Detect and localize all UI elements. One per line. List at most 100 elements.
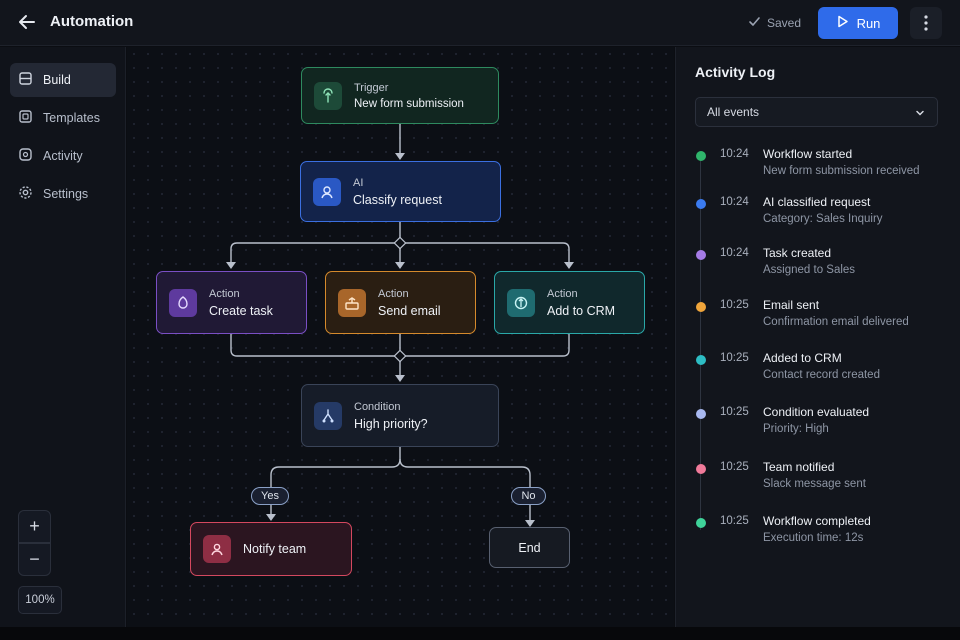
add-to-crm-node[interactable]: Action Add to CRM [494, 271, 645, 334]
condition-node[interactable]: Condition High priority? [301, 384, 499, 447]
node-label: New form submission [354, 97, 464, 110]
end-node[interactable]: End [489, 527, 570, 568]
saved-status: Saved [748, 15, 801, 31]
event-status-dot [696, 518, 706, 528]
event-time: 10:25 [720, 406, 749, 418]
event-description: Execution time: 12s [763, 532, 864, 544]
zoom-level[interactable]: 100% [18, 586, 62, 614]
sidebar-item-templates[interactable]: Templates [10, 101, 116, 135]
gear-icon [18, 185, 33, 203]
activity-event[interactable]: 10:25 Added to CRM Contact record created [676, 351, 960, 391]
sidebar-item-label: Activity [43, 149, 83, 163]
sidebar-item-settings[interactable]: Settings [10, 177, 116, 211]
event-status-dot [696, 409, 706, 419]
event-time: 10:24 [720, 196, 749, 208]
event-time: 10:25 [720, 299, 749, 311]
node-label: Add to CRM [547, 303, 616, 318]
event-status-dot [696, 151, 706, 161]
event-time: 10:25 [720, 515, 749, 527]
event-title: Task created [763, 246, 832, 260]
node-type: Action [547, 287, 578, 300]
send-email-node[interactable]: Action Send email [325, 271, 476, 334]
timeline-line [700, 155, 701, 530]
event-time: 10:24 [720, 247, 749, 259]
node-label: Classify request [353, 192, 442, 207]
event-status-dot [696, 464, 706, 474]
workflow-canvas[interactable]: Trigger New form submission AI Classify … [127, 47, 674, 627]
event-time: 10:25 [720, 461, 749, 473]
create-task-node[interactable]: Action Create task [156, 271, 307, 334]
node-label: Notify team [243, 542, 307, 556]
event-description: Contact record created [763, 369, 880, 381]
run-button[interactable]: Run [818, 7, 898, 39]
event-status-dot [696, 199, 706, 209]
event-status-dot [696, 250, 706, 260]
ai-icon [313, 177, 341, 206]
event-title: Team notified [763, 460, 835, 474]
node-type: Action [209, 287, 240, 300]
event-title: Condition evaluated [763, 405, 870, 419]
node-type: Condition [354, 400, 401, 413]
sidebar-item-label: Templates [43, 111, 100, 125]
notify-team-node[interactable]: Notify team [190, 522, 352, 576]
event-status-dot [696, 302, 706, 312]
node-label: End [518, 540, 541, 555]
event-description: Priority: High [763, 423, 829, 435]
sidebar-item-label: Build [43, 73, 71, 87]
activity-icon [18, 147, 33, 165]
sidebar-item-label: Settings [43, 187, 89, 201]
sidebar-item-build[interactable]: Build [10, 63, 116, 97]
branch-no-label: No [511, 487, 546, 505]
event-title: Workflow started [763, 147, 853, 161]
event-time: 10:25 [720, 352, 749, 364]
play-icon [836, 15, 849, 31]
node-label: Create task [209, 303, 273, 318]
chevron-down-icon [915, 107, 925, 121]
event-title: Added to CRM [763, 351, 842, 365]
node-type: Action [378, 287, 409, 300]
ai-node[interactable]: AI Classify request [300, 161, 501, 222]
node-label: Send email [378, 303, 441, 318]
task-icon [169, 288, 197, 317]
run-label: Run [856, 15, 881, 31]
saved-label: Saved [767, 16, 802, 30]
trigger-icon [314, 81, 342, 110]
event-time: 10:24 [720, 148, 749, 160]
node-label: High priority? [354, 416, 428, 431]
node-type: AI [353, 176, 364, 189]
top-bar: Automation Saved Run [0, 0, 960, 46]
trigger-node[interactable]: Trigger New form submission [301, 67, 499, 124]
email-icon [338, 288, 366, 317]
node-type: Trigger [354, 81, 389, 94]
event-filter-select[interactable]: All events [695, 97, 938, 127]
event-description: Category: Sales Inquiry [763, 213, 883, 225]
branch-yes-label: Yes [251, 487, 289, 505]
zoom-out-button[interactable]: − [18, 543, 51, 576]
event-description: Confirmation email delivered [763, 316, 909, 328]
more-options-icon[interactable] [910, 7, 942, 39]
check-icon [748, 15, 761, 31]
branch-icon [314, 401, 342, 430]
back-arrow-icon[interactable] [16, 11, 38, 33]
sidebar-item-activity[interactable]: Activity [10, 139, 116, 173]
event-description: New form submission received [763, 165, 920, 177]
bottom-strip [0, 627, 960, 640]
event-title: Email sent [763, 298, 820, 312]
panel-title: Activity Log [695, 64, 776, 80]
event-description: Assigned to Sales [763, 264, 856, 276]
crm-icon [507, 288, 535, 317]
activity-log-panel: Activity Log All events 10:24 Workflow st… [675, 47, 960, 627]
zoom-in-button[interactable]: + [18, 510, 51, 543]
workflow-edges [226, 124, 574, 527]
layers-icon [18, 71, 33, 89]
team-icon [203, 535, 231, 563]
page-title: Automation [50, 13, 134, 30]
event-title: AI classified request [763, 195, 871, 209]
